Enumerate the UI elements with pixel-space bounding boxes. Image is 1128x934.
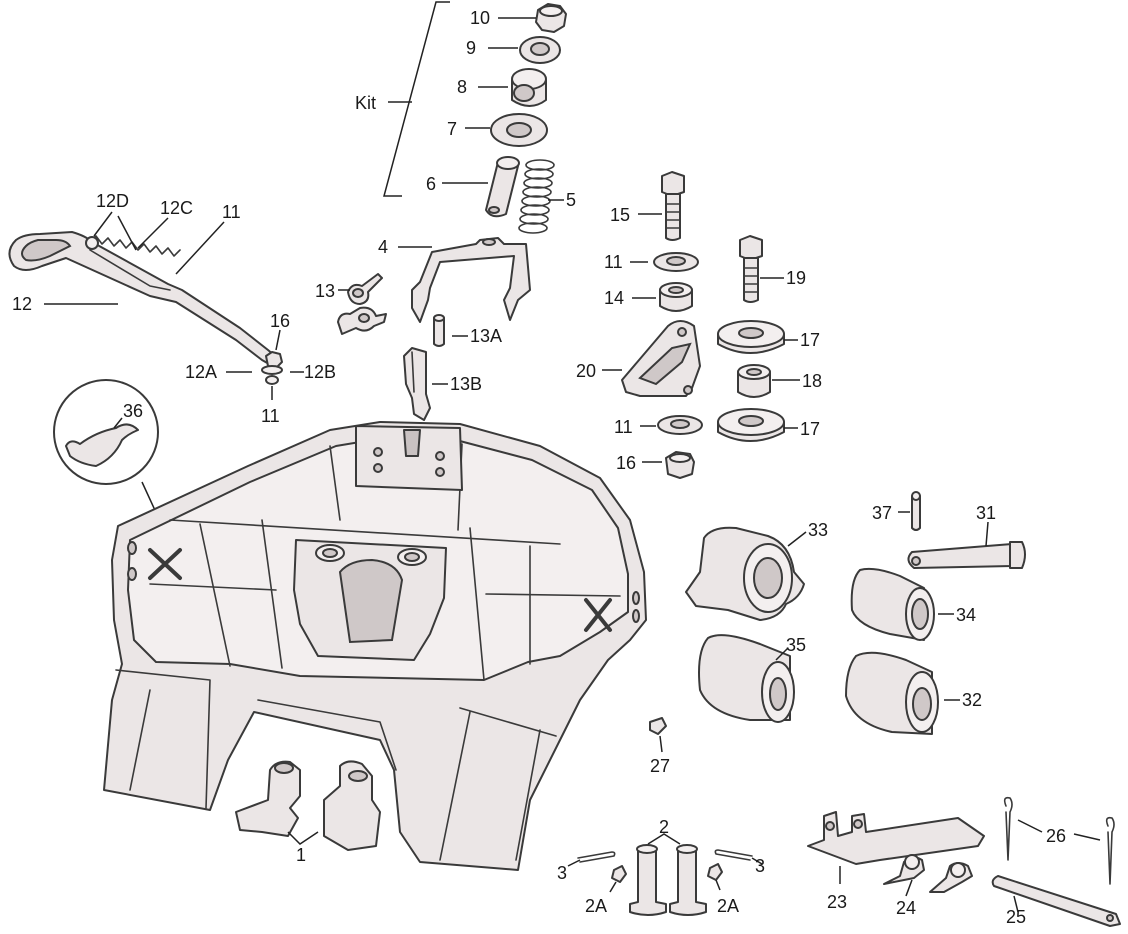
part-15-bolt: 15 xyxy=(610,171,685,241)
label-11-d: 11 xyxy=(614,417,633,437)
label-24: 24 xyxy=(896,898,916,918)
part-12-pull-handle: 12 xyxy=(8,231,281,369)
label-15: 15 xyxy=(610,205,630,225)
part-13a-pin: 13A xyxy=(433,314,502,347)
part-1-blocks: 1 xyxy=(235,760,381,865)
part-17-washer-bottom: 17 xyxy=(717,408,820,442)
label-18: 18 xyxy=(802,371,822,391)
part-31-pin: 31 xyxy=(907,503,1026,569)
label-19: 19 xyxy=(786,268,806,288)
label-7: 7 xyxy=(447,119,457,139)
part-14-spacer: 14 xyxy=(604,282,693,312)
label-13a: 13A xyxy=(470,326,502,346)
part-19-bolt: 19 xyxy=(739,235,806,303)
part-34-bushing: 34 xyxy=(850,567,976,641)
label-17-top: 17 xyxy=(800,330,820,350)
part-18-spacer: 18 xyxy=(737,364,822,398)
label-1: 1 xyxy=(296,845,306,865)
label-3-right: 3 xyxy=(755,856,765,876)
part-16-nut-right: 16 xyxy=(616,451,695,479)
part-8-bushing: 8 xyxy=(457,68,547,107)
part-12d-sleeve: 12D xyxy=(93,191,129,237)
label-12d: 12D xyxy=(96,191,129,211)
part-25-rod: 25 xyxy=(991,875,1121,927)
part-12c-spring: 12C xyxy=(85,198,193,257)
part-11-washer-c: 11 xyxy=(604,252,699,272)
label-6: 6 xyxy=(426,174,436,194)
part-20-plate: 20 xyxy=(576,320,701,397)
part-13-clips: 13 xyxy=(315,273,387,335)
part-7-washer: 7 xyxy=(447,113,548,147)
part-17-washer-top: 17 xyxy=(717,320,820,354)
part-3-cotter-left: 3 xyxy=(557,851,616,883)
kit-bracket: Kit xyxy=(355,1,450,197)
label-4: 4 xyxy=(378,237,388,257)
part-11-washer-d: 11 xyxy=(614,415,703,437)
label-35: 35 xyxy=(786,635,806,655)
label-12b: 12B xyxy=(304,362,336,382)
part-24-clips: 24 xyxy=(883,854,973,918)
label-27: 27 xyxy=(650,756,670,776)
label-9: 9 xyxy=(466,38,476,58)
part-16-12a-12b-fasteners: 16 12A 12B 11 xyxy=(185,311,336,426)
part-23-bracket: 23 xyxy=(807,811,985,912)
label-5: 5 xyxy=(566,190,576,210)
part-35-bushing: 35 xyxy=(698,634,806,723)
label-kit: Kit xyxy=(355,93,376,113)
label-2a-left: 2A xyxy=(585,896,607,916)
label-17-bottom: 17 xyxy=(800,419,820,439)
part-3-cotter-right: 3 xyxy=(714,849,765,876)
label-12c: 12C xyxy=(160,198,193,218)
label-25: 25 xyxy=(1006,907,1026,927)
label-3-left: 3 xyxy=(557,863,567,883)
part-9-washer: 9 xyxy=(466,36,561,64)
part-4-yoke: 4 xyxy=(378,237,531,323)
label-2a-right: 2A xyxy=(717,896,739,916)
part-11-cotter-top: 11 xyxy=(175,202,241,275)
label-16-right: 16 xyxy=(616,453,636,473)
fifth-wheel-plate xyxy=(103,421,647,871)
part-2a-fitting-right: 2A xyxy=(707,863,739,916)
label-32: 32 xyxy=(962,690,982,710)
label-16-top: 16 xyxy=(270,311,290,331)
label-37: 37 xyxy=(872,503,892,523)
part-5-spring: 5 xyxy=(518,159,576,234)
label-13b: 13B xyxy=(450,374,482,394)
part-2a-fitting-left: 2A xyxy=(585,865,627,916)
label-26: 26 xyxy=(1046,826,1066,846)
label-2: 2 xyxy=(659,817,669,837)
label-34: 34 xyxy=(956,605,976,625)
part-27-fitting: 27 xyxy=(649,717,670,776)
part-10-nut: 10 xyxy=(470,3,567,33)
label-31: 31 xyxy=(976,503,996,523)
label-36: 36 xyxy=(123,401,143,421)
label-13: 13 xyxy=(315,281,335,301)
part-37-pin: 37 xyxy=(872,491,921,531)
part-2-pins: 2 xyxy=(629,817,707,916)
label-23: 23 xyxy=(827,892,847,912)
part-33-bushing: 33 xyxy=(685,520,828,621)
label-12: 12 xyxy=(12,294,32,314)
part-13b-latch: 13B xyxy=(403,347,482,421)
label-10: 10 xyxy=(470,8,490,28)
label-14: 14 xyxy=(604,288,624,308)
label-8: 8 xyxy=(457,77,467,97)
label-33: 33 xyxy=(808,520,828,540)
label-11-c: 11 xyxy=(604,252,623,272)
label-11-top: 11 xyxy=(222,202,241,222)
label-11-lower: 11 xyxy=(261,406,280,426)
part-6-pin: 6 xyxy=(426,156,520,218)
label-20: 20 xyxy=(576,361,596,381)
part-36-detail: 36 xyxy=(53,379,177,557)
part-26-cotters: 26 xyxy=(1003,796,1115,885)
part-32-bushing: 32 xyxy=(845,651,982,735)
label-12a: 12A xyxy=(185,362,217,382)
